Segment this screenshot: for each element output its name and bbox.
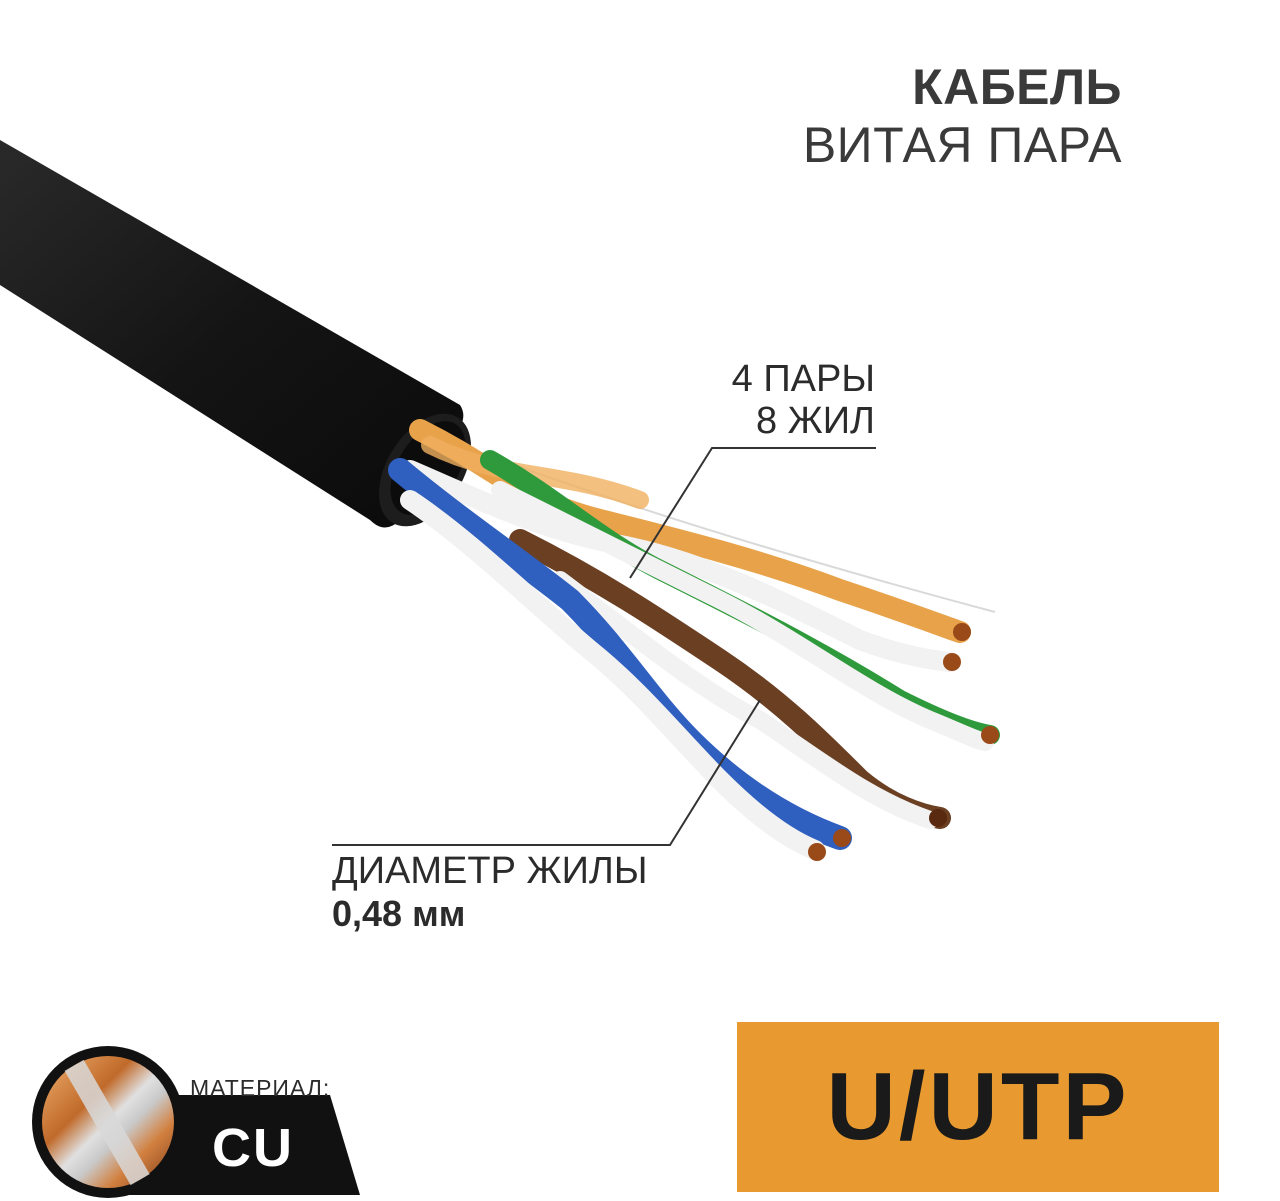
wire-pair-blue <box>388 458 852 861</box>
product-title: КАБЕЛЬ ВИТАЯ ПАРА <box>803 58 1122 174</box>
material-value: CU <box>212 1118 294 1178</box>
callout-diameter: ДИАМЕТР ЖИЛЫ 0,48 мм <box>332 850 648 936</box>
title-main: КАБЕЛЬ <box>912 59 1122 115</box>
callout-diameter-label: ДИАМЕТР ЖИЛЫ <box>332 850 648 892</box>
callout-pairs-line2: 8 ЖИЛ <box>755 400 875 442</box>
callout-diameter-value: 0,48 мм <box>332 893 466 934</box>
wire-pair-green <box>480 450 1000 751</box>
material-copper-icon <box>32 1046 360 1198</box>
callout-pairs: 4 ПАРЫ 8 ЖИЛ <box>732 358 875 442</box>
callout-lines <box>332 447 876 846</box>
cable-type-badge: U/UTP <box>737 1022 1219 1192</box>
material-label: МАТЕРИАЛ: <box>190 1075 331 1101</box>
cable-type-text: U/UTP <box>826 1053 1130 1160</box>
callout-pairs-line1: 4 ПАРЫ <box>731 358 875 400</box>
title-subtitle: ВИТАЯ ПАРА <box>802 117 1122 173</box>
wire-pair-brown <box>509 529 951 829</box>
